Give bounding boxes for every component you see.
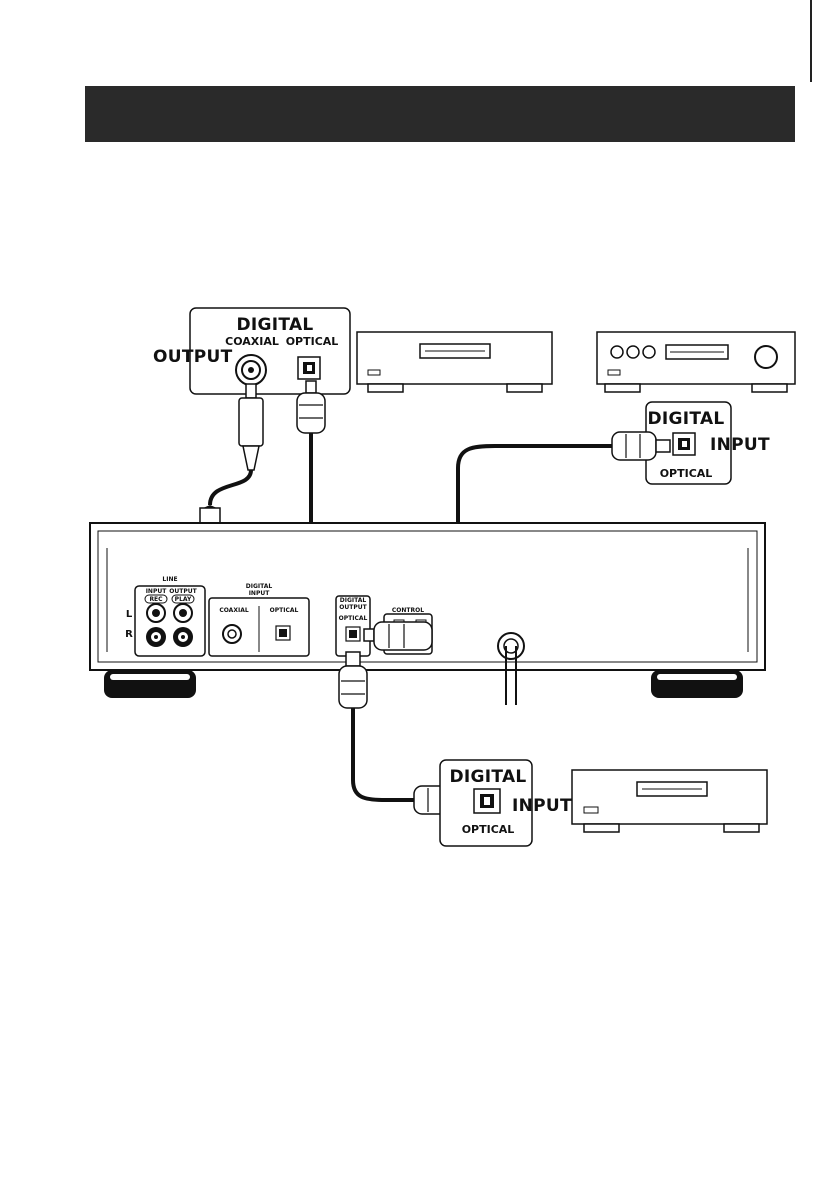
output-panel-coaxial-label: COAXIAL	[225, 335, 279, 348]
top-input-optical-label: OPTICAL	[660, 467, 713, 480]
bottom-digital-input-panel: DIGITAL INPUT OPTICAL	[439, 759, 572, 847]
r-channel-label: R	[125, 629, 133, 640]
bottom-input-input-label: INPUT	[512, 796, 572, 816]
optical-plug-main-output	[363, 621, 433, 651]
output-panel-digital-label: DIGITAL	[236, 315, 313, 335]
rec-label: REC	[149, 596, 163, 603]
control-label: CONTROL	[392, 607, 424, 614]
top-input-digital-label: DIGITAL	[647, 409, 724, 429]
main-digital-output-group: DIGITAL OUTPUT OPTICAL	[335, 595, 371, 657]
section-title-bar	[85, 86, 795, 142]
bottom-input-digital-label: DIGITAL	[449, 767, 526, 787]
bottom-right-recorder	[571, 769, 768, 833]
source-digital-output-panel: DIGITAL OUTPUT COAXIAL OPTICAL	[153, 307, 351, 395]
line-jacks-group: LINE INPUT OUTPUT REC PLAY L R	[125, 576, 206, 657]
top-digital-input-panel: DIGITAL INPUT OPTICAL	[645, 401, 770, 485]
output-panel-output-label: OUTPUT	[153, 347, 233, 367]
top-right-amplifier	[596, 331, 796, 393]
digital-input-line2: INPUT	[249, 590, 271, 597]
digital-output-line2: OUTPUT	[339, 604, 367, 611]
power-cord	[497, 632, 525, 705]
digital-output-line1: DIGITAL	[340, 597, 367, 604]
top-middle-device	[356, 331, 553, 393]
digital-input-line1: DIGITAL	[246, 583, 273, 590]
connection-diagram: DIGITAL OUTPUT COAXIAL OPTICAL	[89, 307, 796, 847]
l-channel-label: L	[126, 609, 133, 620]
digital-input-coaxial-label: COAXIAL	[219, 607, 248, 614]
digital-input-optical-label: OPTICAL	[270, 607, 299, 614]
output-panel-optical-label: OPTICAL	[286, 335, 339, 348]
line-label: LINE	[162, 576, 177, 583]
play-label: PLAY	[175, 596, 192, 603]
main-digital-input-group: DIGITAL INPUT COAXIAL OPTICAL	[208, 583, 310, 657]
digital-output-optical-label: OPTICAL	[339, 615, 368, 622]
line-output-label: OUTPUT	[169, 588, 197, 595]
line-input-label: INPUT	[146, 588, 168, 595]
top-input-input-label: INPUT	[710, 435, 770, 455]
page-edge-line	[810, 0, 812, 82]
bottom-input-optical-label: OPTICAL	[462, 823, 515, 836]
